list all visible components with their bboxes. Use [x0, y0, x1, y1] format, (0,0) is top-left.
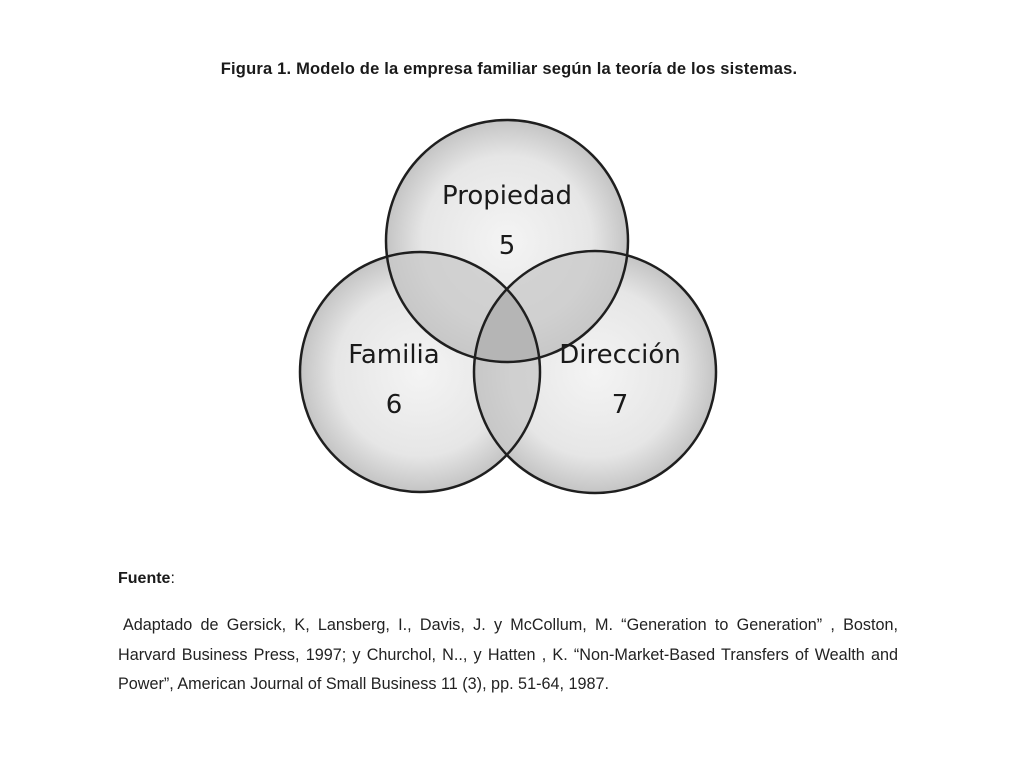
- label-familia: Familia: [348, 340, 439, 370]
- value-direccion: 7: [612, 390, 629, 420]
- figure-title: Figura 1. Modelo de la empresa familiar …: [220, 60, 798, 78]
- overlap-propiedad-direccion: [474, 251, 628, 362]
- value-familia: 6: [386, 390, 403, 420]
- source-heading: Fuente:: [118, 570, 175, 588]
- overlap-propiedad-familia: [386, 252, 540, 362]
- label-direccion: Dirección: [559, 340, 681, 370]
- value-propiedad: 5: [499, 231, 516, 261]
- source-citation: Adaptado de Gersick, K, Lansberg, I., Da…: [118, 616, 898, 693]
- label-propiedad: Propiedad: [442, 181, 572, 211]
- source-heading-label: Fuente: [118, 570, 171, 587]
- source-heading-colon: :: [170, 570, 175, 587]
